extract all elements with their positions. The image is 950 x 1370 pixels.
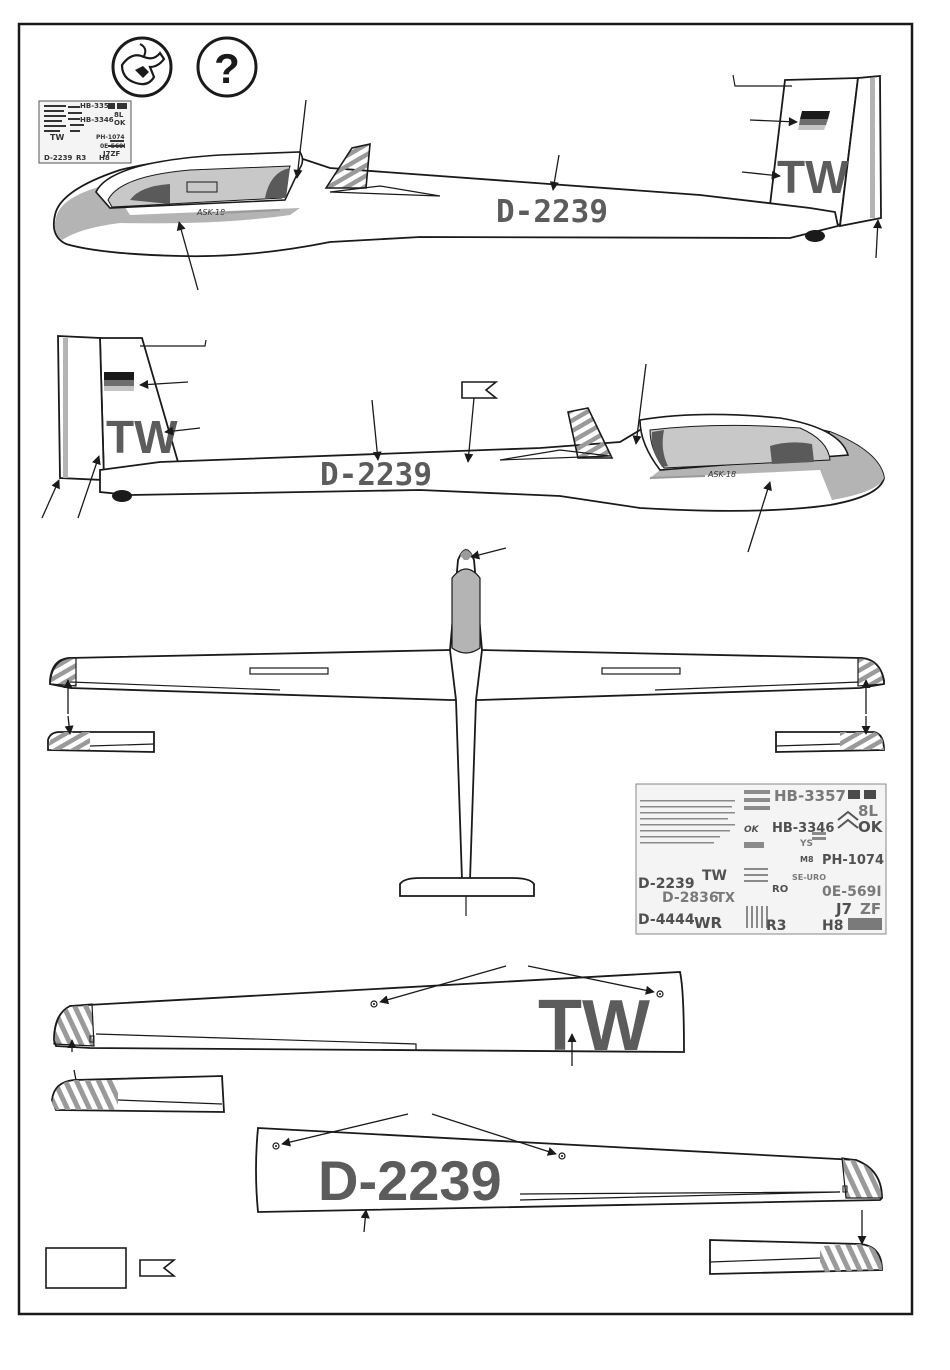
decal-sheet-thumbnail: HB-3357 HB-3346 8L OK PH-1074 0E-569I J7… <box>39 101 131 163</box>
svg-text:8L: 8L <box>114 111 124 119</box>
svg-text:H8: H8 <box>99 154 110 162</box>
svg-text:R3: R3 <box>76 154 86 162</box>
svg-text:PH-1074: PH-1074 <box>96 134 125 141</box>
side-registration: D-2239 <box>496 194 608 230</box>
decal-text-ro: RO <box>772 884 788 895</box>
svg-text:TW: TW <box>50 133 64 142</box>
decal-text-j7: J7 <box>835 900 852 918</box>
svg-text:D-2239: D-2239 <box>44 154 72 162</box>
svg-text:0E-569I: 0E-569I <box>100 143 126 150</box>
fuselage-type-script-right: ASK-18 <box>707 470 736 479</box>
wing-tail-code: TW <box>538 986 650 1066</box>
decal-text-ph1074: PH-1074 <box>822 853 884 868</box>
fin-national-flag-right <box>104 372 134 391</box>
decal-text-ok: OK <box>858 818 884 836</box>
decal-sheet: HB-3357 8L OK HB-3346 OK YS PH-1074 M8 S… <box>636 784 886 934</box>
fin-tail-code: TW <box>777 151 849 203</box>
decal-text-tw: TW <box>702 868 727 884</box>
decal-text-ok-small: OK <box>744 825 760 835</box>
svg-text:HB-3357: HB-3357 <box>80 102 114 110</box>
help-question-icon: ? <box>198 38 256 96</box>
legend-decal-flag-icon <box>140 1260 174 1276</box>
svg-text:OK: OK <box>114 119 126 127</box>
decal-text-wr: WR <box>694 914 723 932</box>
decal-text-zf: ZF <box>860 900 881 918</box>
decal-text-hb3357: HB-3357 <box>774 787 846 805</box>
wing-registration: D-2239 <box>318 1149 502 1212</box>
color-legend-swatch <box>46 1248 126 1288</box>
decal-text-h8: H8 <box>822 918 843 934</box>
glider-side-view-left: ASK-18 D-2239 TW <box>54 75 881 290</box>
decal-text-hb3346: HB-3346 <box>772 821 834 836</box>
decal-text-r3: R3 <box>766 918 787 934</box>
decal-text-m8: M8 <box>800 855 814 864</box>
wing-panel-registration: D-2239 <box>256 1114 882 1274</box>
paint-bucket-icon <box>113 38 171 96</box>
side-registration-right: D-2239 <box>320 457 432 493</box>
decal-position-flag-icon <box>462 382 496 398</box>
decal-text-d4444: D-4444 <box>638 912 695 928</box>
wing-panel-tw: TW <box>52 966 684 1112</box>
help-question-glyph: ? <box>214 45 240 92</box>
svg-text:HB-3346: HB-3346 <box>80 116 114 124</box>
decal-text-d2836: D-2836 <box>662 890 719 906</box>
decal-text-0e569i: 0E-569I <box>822 884 882 900</box>
decal-text-tx: TX <box>716 891 735 906</box>
fin-tail-code-right: TW <box>106 411 178 463</box>
decal-text-ys: YS <box>799 839 813 849</box>
glider-side-view-right: ASK-18 D-2239 TW <box>42 336 884 552</box>
decal-text-se-uro: SE-URO <box>792 873 826 882</box>
